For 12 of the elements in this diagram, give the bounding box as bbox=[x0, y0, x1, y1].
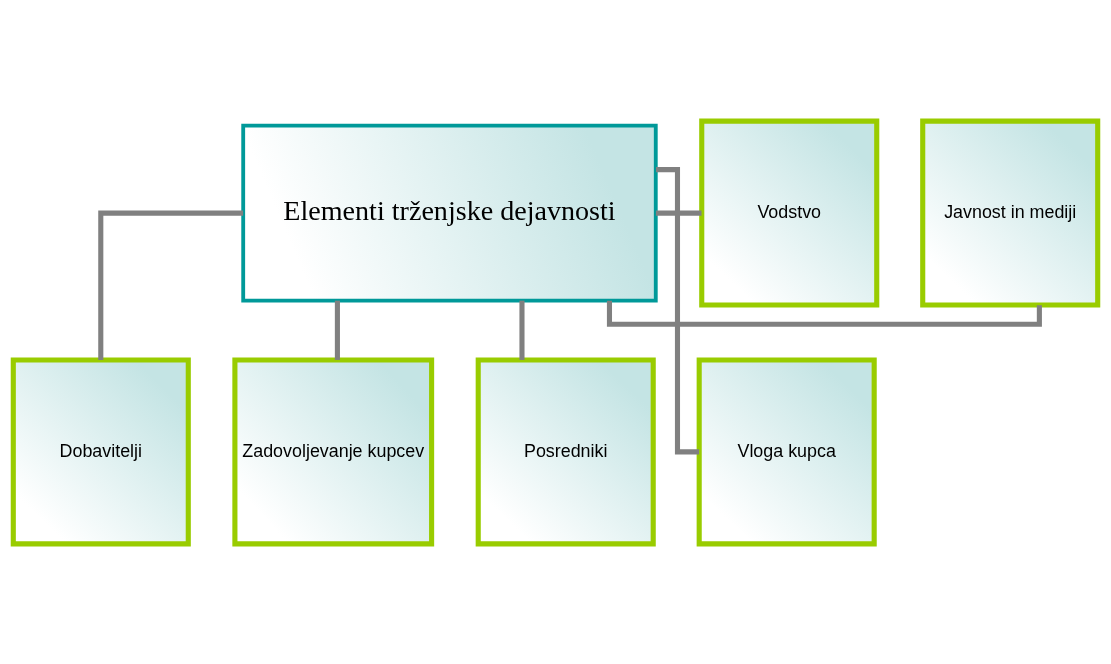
connector bbox=[334, 300, 340, 360]
connector bbox=[655, 210, 702, 216]
node-box: Zadovoljevanje kupcev bbox=[232, 356, 435, 546]
node-box: Posredniki bbox=[475, 356, 656, 546]
node-box: Vloga kupca bbox=[696, 356, 877, 546]
connector bbox=[519, 300, 525, 360]
connector bbox=[656, 166, 700, 454]
connector bbox=[98, 210, 244, 360]
node-box: Javnost in mediji bbox=[920, 118, 1101, 308]
node-box: Vodstvo bbox=[699, 118, 880, 308]
node-box: Dobavitelji bbox=[10, 356, 191, 546]
node-box: Elementi trženjske dejavnosti bbox=[241, 123, 658, 302]
